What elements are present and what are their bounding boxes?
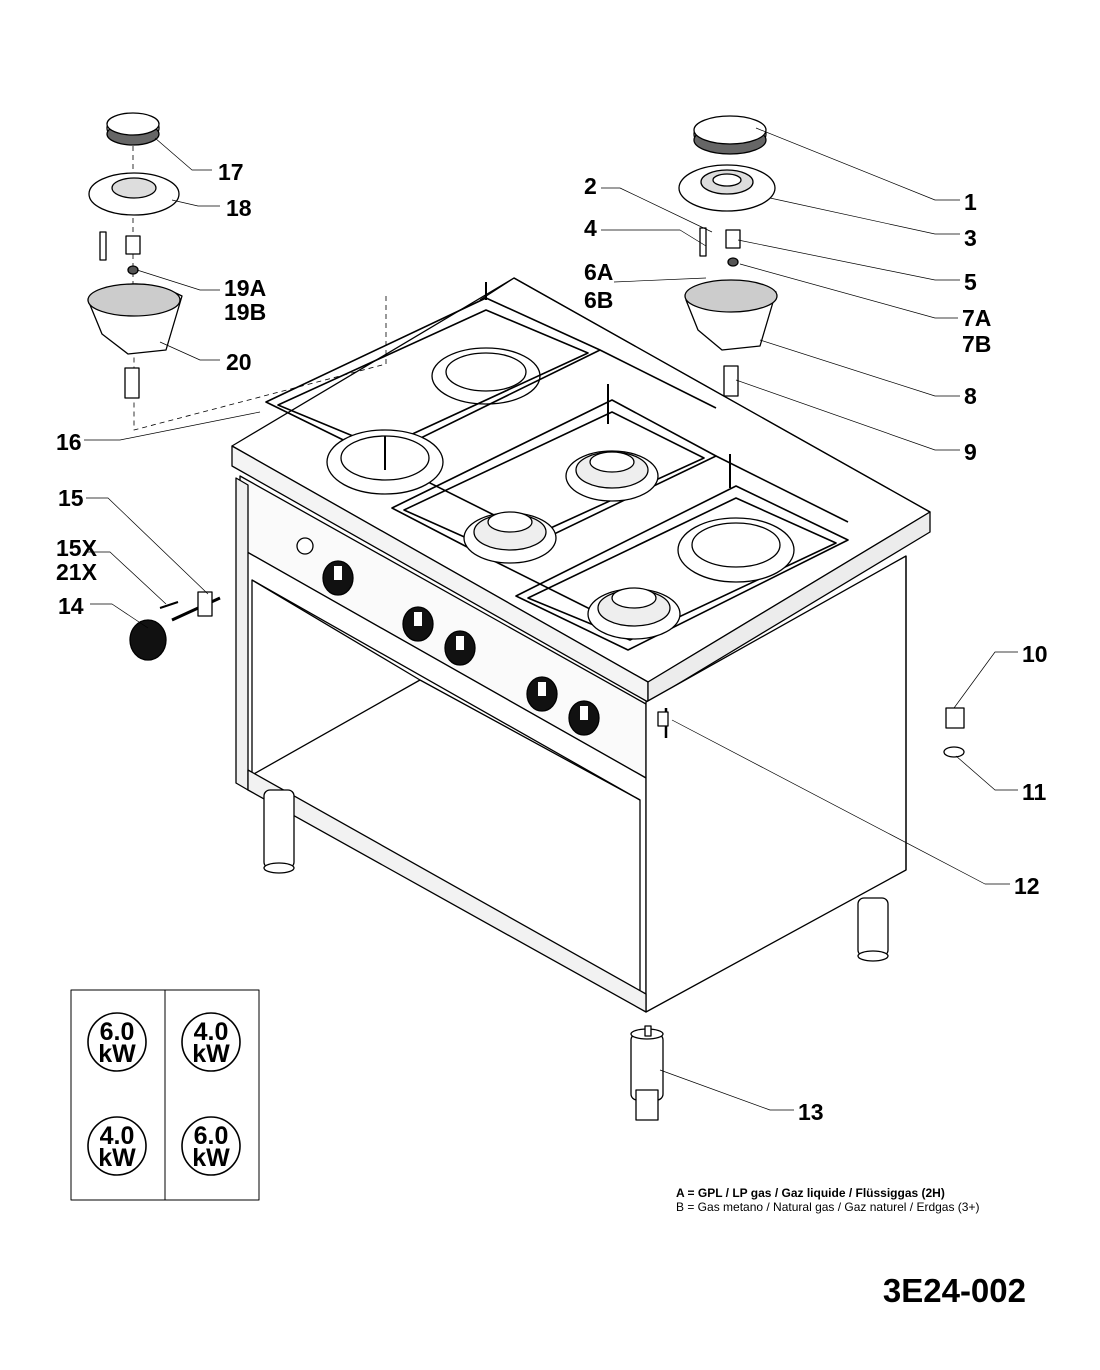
loose-parts — [129, 591, 965, 1121]
callout-3: 3 — [964, 225, 977, 251]
grate-phantom-outline — [133, 296, 387, 431]
right-burner-exploded — [678, 115, 778, 397]
callout-5: 5 — [964, 269, 977, 295]
callout-9: 9 — [964, 439, 977, 465]
leader-lines — [84, 127, 1018, 1111]
power-br-unit: kW — [192, 1144, 230, 1172]
callout-12: 12 — [1014, 873, 1040, 899]
power-tl-unit: kW — [98, 1040, 136, 1068]
power-br-value: 6.0 — [194, 1122, 229, 1150]
power-tr-value: 4.0 — [194, 1018, 229, 1046]
legend-gas-a: A = GPL / LP gas / Gaz liquide / Flüssig… — [676, 1186, 945, 1200]
control-knobs — [296, 537, 600, 736]
callout-18: 18 — [226, 195, 252, 221]
power-bl-value: 4.0 — [100, 1122, 135, 1150]
callout-16: 16 — [56, 429, 82, 455]
drawing-code: 3E24-002 — [882, 1272, 1026, 1309]
callout-17: 17 — [218, 159, 244, 185]
legend-gas-b: B = Gas metano / Natural gas / Gaz natur… — [676, 1200, 980, 1214]
callout-14: 14 — [58, 593, 84, 619]
callout-21x: 21X — [56, 559, 98, 585]
power-tl-value: 6.0 — [100, 1018, 135, 1046]
cooker-body — [231, 277, 931, 1013]
power-tr-unit: kW — [192, 1040, 230, 1068]
callout-13: 13 — [798, 1099, 824, 1125]
callout-numbers: 1 2 3 4 5 6A 6B 7A 7B 8 9 10 11 12 13 14… — [56, 159, 1048, 1125]
callout-10: 10 — [1022, 641, 1048, 667]
callout-6a: 6A — [584, 259, 613, 285]
gas-type-legend: A = GPL / LP gas / Gaz liquide / Flüssig… — [676, 1186, 979, 1214]
callout-11: 11 — [1022, 779, 1047, 805]
burner-power-table: 6.0 kW 4.0 kW 4.0 kW 6.0 kW — [70, 989, 260, 1201]
callout-7a: 7A — [962, 305, 991, 331]
callout-7b: 7B — [962, 331, 991, 357]
callout-2: 2 — [584, 173, 597, 199]
callout-20: 20 — [226, 349, 252, 375]
callout-4: 4 — [584, 215, 597, 241]
left-burner-exploded — [87, 112, 183, 399]
callout-6b: 6B — [584, 287, 613, 313]
callout-19a: 19A — [224, 275, 266, 301]
burners — [326, 282, 795, 640]
legs — [263, 789, 889, 962]
callout-19b: 19B — [224, 299, 266, 325]
callout-15: 15 — [58, 485, 84, 511]
callout-15x: 15X — [56, 535, 98, 561]
callout-1: 1 — [964, 189, 977, 215]
power-bl-unit: kW — [98, 1144, 136, 1172]
callout-8: 8 — [964, 383, 977, 409]
